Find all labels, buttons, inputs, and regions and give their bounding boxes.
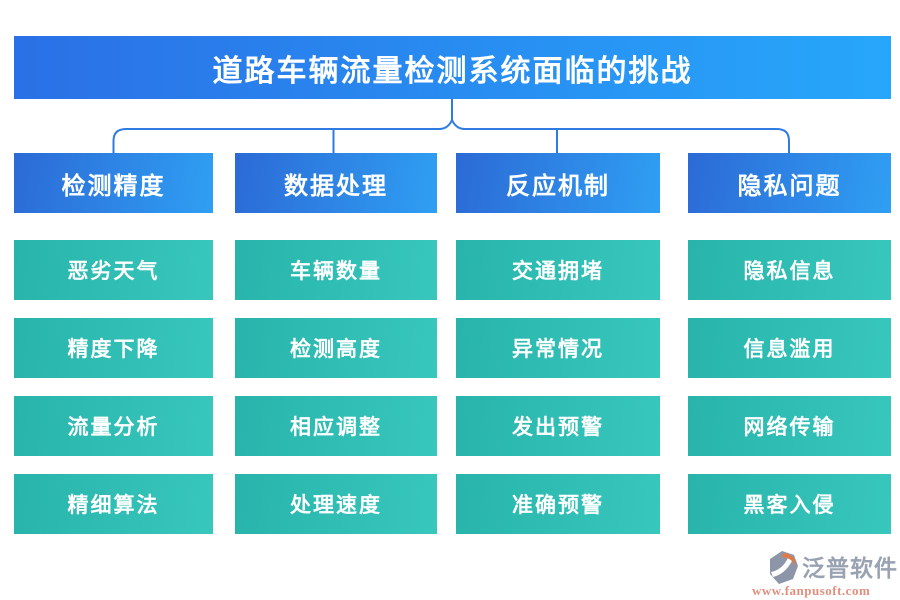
column-4-item-3: 网络传输 xyxy=(688,396,891,456)
column-1-item-4: 精细算法 xyxy=(14,474,213,534)
column-4-item-4: 黑客入侵 xyxy=(688,474,891,534)
column-2-item-4: 处理速度 xyxy=(235,474,437,534)
column-2-header: 数据处理 xyxy=(235,153,437,213)
column-2-item-2: 检测高度 xyxy=(235,318,437,378)
column-3-item-4: 准确预警 xyxy=(456,474,660,534)
column-4-item-3-label: 网络传输 xyxy=(743,415,836,439)
column-2-item-3-label: 相应调整 xyxy=(290,415,382,439)
column-4-header-label: 隐私问题 xyxy=(737,173,842,200)
column-1-item-3-label: 流量分析 xyxy=(67,415,160,439)
column-1-item-4-label: 精细算法 xyxy=(67,493,160,517)
column-1-item-2: 精度下降 xyxy=(14,318,213,378)
column-4-header: 隐私问题 xyxy=(688,153,891,213)
column-4-item-1-label: 隐私信息 xyxy=(743,259,836,283)
column-2-header-label: 数据处理 xyxy=(284,173,388,200)
column-3-item-4-label: 准确预警 xyxy=(512,493,604,517)
column-2-item-4-label: 处理速度 xyxy=(290,493,382,517)
column-3-item-1-label: 交通拥堵 xyxy=(512,259,604,283)
column-2-item-2-label: 检测高度 xyxy=(290,337,382,361)
column-3-item-3-label: 发出预警 xyxy=(512,415,604,439)
fanpu-logo-icon xyxy=(770,551,798,584)
column-3-item-2: 异常情况 xyxy=(456,318,660,378)
column-3-item-2-label: 异常情况 xyxy=(512,337,604,361)
column-1-item-1-label: 恶劣天气 xyxy=(67,259,160,283)
connector-rail xyxy=(112,117,790,153)
column-3-item-3: 发出预警 xyxy=(456,396,660,456)
column-2-item-1-label: 车辆数量 xyxy=(290,259,382,283)
brand-url: www.fanpusoft.com xyxy=(752,583,871,598)
column-1-item-2-label: 精度下降 xyxy=(67,337,160,361)
column-1-header-label: 检测精度 xyxy=(61,173,166,200)
column-1-item-3: 流量分析 xyxy=(14,396,213,456)
column-3-header-label: 反应机制 xyxy=(506,173,610,200)
column-3-item-1: 交通拥堵 xyxy=(456,240,660,300)
column-2-item-3: 相应调整 xyxy=(235,396,437,456)
column-4-item-2-label: 信息滥用 xyxy=(743,337,836,361)
column-1-header: 检测精度 xyxy=(14,153,213,213)
column-4-item-2: 信息滥用 xyxy=(688,318,891,378)
column-3-header: 反应机制 xyxy=(456,153,660,213)
footer-watermark: 泛普软件 www.fanpusoft.com xyxy=(750,548,898,598)
brand-name: 泛普软件 xyxy=(802,556,898,581)
page-title: 道路车辆流量检测系统面临的挑战 xyxy=(212,54,693,88)
column-1-item-1: 恶劣天气 xyxy=(14,240,213,300)
title-banner: 道路车辆流量检测系统面临的挑战 xyxy=(14,36,891,99)
column-4-item-4-label: 黑客入侵 xyxy=(743,493,836,517)
connector-lines xyxy=(112,99,790,153)
column-4-item-1: 隐私信息 xyxy=(688,240,891,300)
column-2-item-1: 车辆数量 xyxy=(235,240,437,300)
